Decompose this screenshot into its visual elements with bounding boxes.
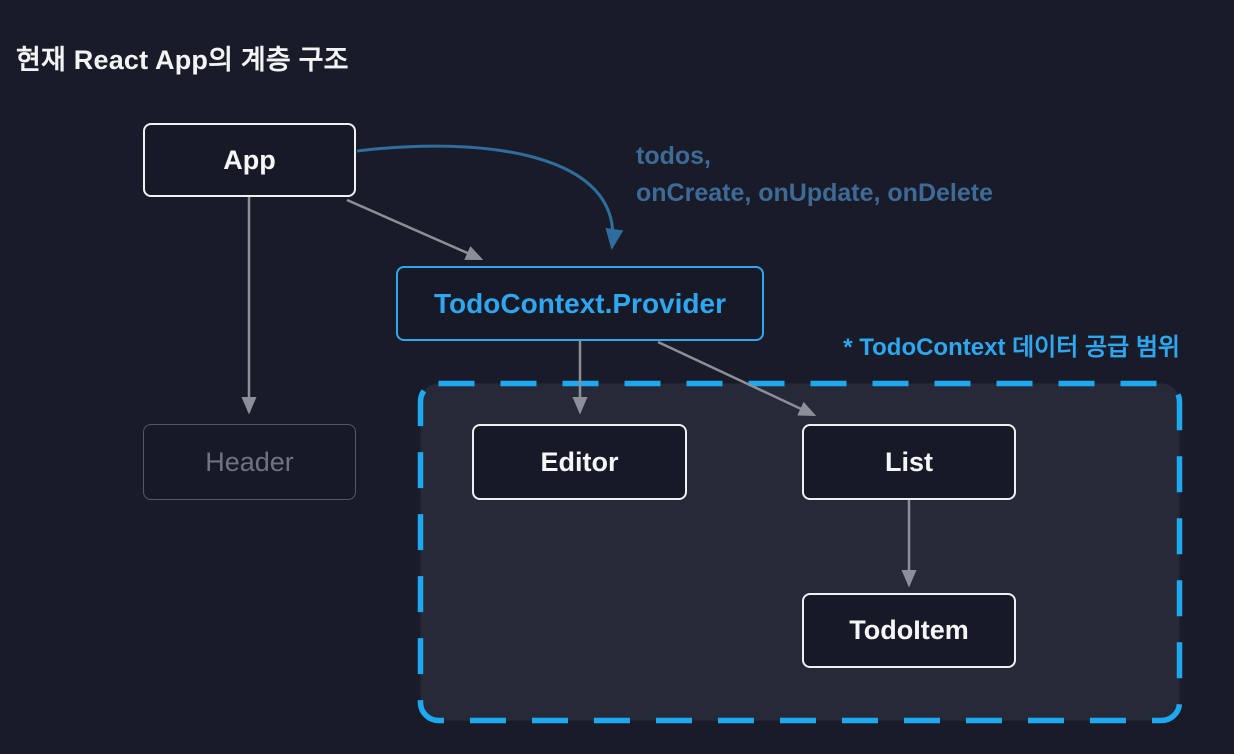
node-todocontext-provider: TodoContext.Provider	[396, 266, 764, 341]
node-todocontext-provider-label: TodoContext.Provider	[434, 287, 726, 319]
node-header: Header	[143, 424, 356, 500]
provider-props-line1: todos,	[636, 142, 711, 170]
node-editor-label: Editor	[540, 446, 619, 477]
node-editor: Editor	[472, 424, 687, 500]
node-app-label: App	[223, 144, 276, 175]
context-scope-annotation: * TodoContext 데이터 공급 범위	[843, 334, 1180, 361]
node-todoitem-label: TodoItem	[849, 615, 969, 645]
edge-app-to-provider	[346, 198, 484, 261]
provider-props-line2: onCreate, onUpdate, onDelete	[636, 179, 993, 207]
node-header-label: Header	[205, 446, 294, 477]
node-app: App	[143, 123, 356, 197]
provider-props-annotation: todos, onCreate, onUpdate, onDelete	[636, 138, 993, 212]
node-todoitem: TodoItem	[802, 593, 1016, 668]
edge-provider-to-list	[657, 340, 817, 417]
page-title: 현재 React App의 계층 구조	[16, 45, 349, 75]
node-list-label: List	[884, 446, 933, 477]
node-list: List	[802, 424, 1016, 500]
edge-app-props-to-provider	[356, 144, 624, 250]
